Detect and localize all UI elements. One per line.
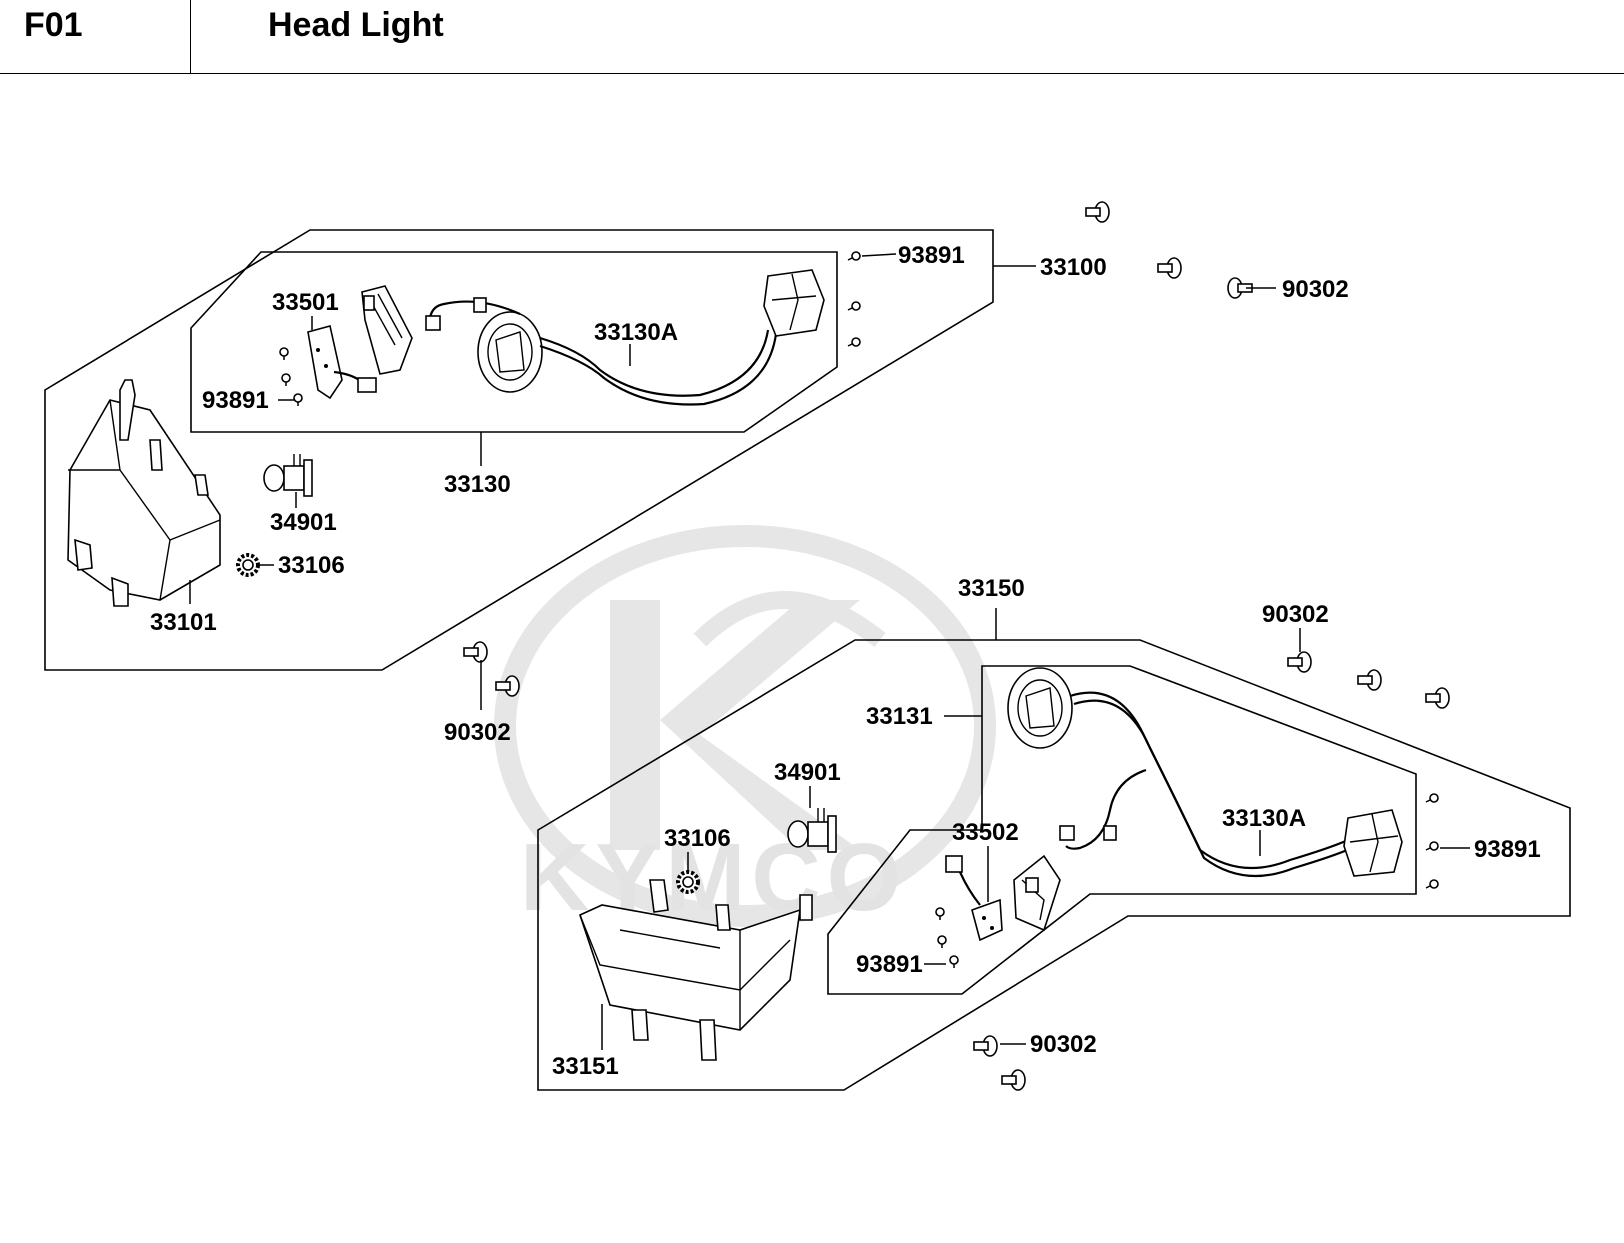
label-34901-lower: 34901 [774,759,841,786]
bolts-center [463,641,520,697]
bolts-lower-right [1287,651,1450,709]
upper-assembly-frame [44,229,994,671]
upper-assembly: 33100 93891 90302 33501 33130A 93891 331… [44,201,1349,746]
label-33131: 33131 [866,703,933,730]
bulb-34901-upper [263,454,313,497]
bolt-icon [1425,687,1450,709]
header-divider [190,0,191,74]
label-33106-lower: 33106 [664,825,731,852]
light-module-lower [1013,854,1061,932]
label-93891-upper-left: 93891 [202,387,269,414]
label-90302-top-right: 90302 [1282,276,1349,303]
label-33502: 33502 [952,819,1019,846]
label-93891-lower-right: 93891 [1474,836,1541,863]
socket-board-33502 [945,855,1003,942]
screw-icon [281,373,291,386]
label-33150: 33150 [958,575,1025,602]
headlight-housing-upper [67,379,221,607]
section-code: F01 [24,6,83,44]
label-90302-center: 90302 [444,719,511,746]
bolt-icon [463,641,488,663]
lower-harness-frame [827,665,1417,995]
label-93891-top: 93891 [898,242,965,269]
screw-icon [293,393,303,406]
page-title: Head Light [268,6,444,44]
screws-lower [935,793,1439,968]
screw-icon [935,907,945,920]
screw-icon [1425,841,1439,851]
screw-icon [937,935,947,948]
label-33106-upper: 33106 [278,552,345,579]
lower-assembly: 33150 90302 33131 34901 33106 33502 3313… [537,575,1571,1091]
screws-upper [279,251,861,406]
bolts-lower-center [973,1035,1026,1091]
label-33101: 33101 [150,609,217,636]
seal-33106-lower [676,870,700,894]
bolts-upper-right [1085,201,1253,299]
screw-icon [949,955,959,968]
socket-board-33501 [307,325,377,400]
bolt-icon [495,675,520,697]
header-rule [0,73,1624,74]
bolt-icon [1357,669,1382,691]
label-33130A-upper: 33130A [594,319,678,346]
light-module-upper [361,285,413,375]
screw-icon [847,337,861,347]
label-93891-lower-left: 93891 [856,951,923,978]
screw-icon [847,301,861,311]
screw-icon [279,347,289,360]
wire-harness-33130A-lower [1007,667,1403,878]
bolt-icon [1001,1069,1026,1091]
bolt-icon [973,1035,998,1057]
label-34901-upper: 34901 [270,509,337,536]
seal-33106-upper [236,553,260,577]
label-33100: 33100 [1040,254,1107,281]
kymco-watermark-logo: KYMCO [494,525,996,931]
label-90302-lower-center: 90302 [1030,1031,1097,1058]
label-33501: 33501 [272,289,339,316]
label-33151: 33151 [552,1053,619,1080]
screw-icon [1425,879,1439,889]
lower-assembly-frame [537,639,1571,1091]
upper-harness-frame [190,251,838,433]
bolt-icon [1085,201,1110,223]
screw-icon [1425,793,1439,803]
label-33130A-lower: 33130A [1222,805,1306,832]
label-90302-lower-top: 90302 [1262,601,1329,628]
label-33130: 33130 [444,471,511,498]
bulb-34901-lower [787,808,837,853]
headlight-housing-lower [579,879,813,1061]
bolt-icon [1287,651,1312,673]
screw-icon [847,251,861,261]
page-header: F01 Head Light [0,0,1624,74]
wire-harness-33130A-upper [425,269,825,406]
bolt-icon [1157,257,1182,279]
